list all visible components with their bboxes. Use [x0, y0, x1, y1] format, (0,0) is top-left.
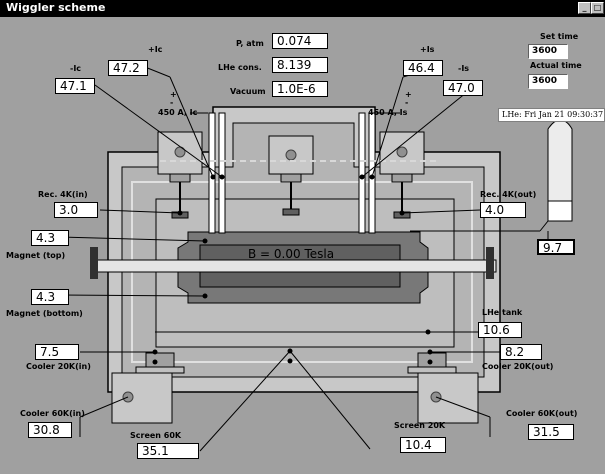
minus-ic-label: -Ic — [70, 64, 82, 73]
lhe-tank-label: LHe tank — [482, 308, 523, 317]
minus-is-label: -Is — [458, 64, 470, 73]
lhe-cons-label: LHe cons. — [218, 63, 262, 72]
ic-plus-sign: + — [170, 90, 177, 99]
magnet-bottom-label: Magnet (bottom) — [6, 309, 83, 318]
minus-is-value: 47.0 — [443, 80, 483, 96]
minus-ic-value: 47.1 — [55, 78, 95, 94]
plus-is-value: 46.4 — [403, 60, 443, 76]
plus-is-label: +Is — [420, 45, 435, 54]
cooler60-in-label: Cooler 60K(in) — [20, 409, 85, 418]
set-time-label: Set time — [540, 32, 579, 41]
lhe-level-value: 9.7 — [537, 239, 575, 255]
magnet-top-label: Magnet (top) — [6, 251, 66, 260]
rec-in-value: 3.0 — [54, 202, 98, 218]
actual-time-value: 3600 — [528, 74, 568, 89]
ic-minus-sign: - — [170, 98, 174, 107]
is-minus-sign: - — [405, 98, 409, 107]
plus-ic-label: +Ic — [148, 45, 163, 54]
supply-right-label: 450 A, Is — [368, 108, 408, 117]
plus-ic-value: 47.2 — [108, 60, 148, 76]
screen20-label: Screen 20K — [394, 421, 446, 430]
window-title: Wiggler scheme — [6, 1, 106, 14]
set-time-value[interactable]: 3600 — [528, 44, 568, 59]
scheme-canvas: P, atm 0.074 LHe cons. 8.139 Vacuum 1.0E… — [0, 17, 605, 474]
minimize-button[interactable]: _ — [578, 2, 591, 14]
rec-out-value: 4.0 — [480, 202, 526, 218]
rec-in-label: Rec. 4K(in) — [38, 190, 88, 199]
cooler20-out-value: 8.2 — [500, 344, 542, 360]
cooler60-in-value: 30.8 — [28, 422, 72, 438]
scheme-drawing — [59, 62, 573, 452]
is-plus-sign: + — [405, 90, 412, 99]
pressure-value: 0.074 — [272, 33, 328, 49]
cooler60-out-value: 31.5 — [528, 424, 574, 440]
cooler20-out-label: Cooler 20K(out) — [482, 362, 554, 371]
lhe-tooltip: LHe: Fri Jan 21 09:30:37 — [498, 108, 605, 122]
maximize-button[interactable]: □ — [591, 2, 604, 14]
lhe-tank-value: 10.6 — [478, 322, 522, 338]
title-bar: Wiggler scheme _ □ — [0, 0, 605, 17]
lhe-cons-value: 8.139 — [272, 57, 328, 73]
pressure-label: P, atm — [236, 39, 264, 48]
magnet-bottom-value: 4.3 — [31, 289, 69, 305]
cooler20-in-value: 7.5 — [35, 344, 79, 360]
screen60-value: 35.1 — [137, 443, 199, 459]
vacuum-label: Vacuum — [230, 87, 266, 96]
field-readout: B = 0.00 Tesla — [248, 247, 335, 261]
magnet-top-value: 4.3 — [31, 230, 69, 246]
screen20-value: 10.4 — [400, 437, 446, 453]
beam-pipe — [95, 259, 497, 273]
screen60-label: Screen 60K — [130, 431, 182, 440]
rec-out-label: Rec. 4K(out) — [480, 190, 537, 199]
cooler60-out-label: Cooler 60K(out) — [506, 409, 578, 418]
cooler20-in-label: Cooler 20K(in) — [26, 362, 91, 371]
actual-time-label: Actual time — [530, 61, 582, 70]
supply-left-label: 450 A, Ic — [158, 108, 198, 117]
vacuum-value: 1.0E-6 — [272, 81, 328, 97]
